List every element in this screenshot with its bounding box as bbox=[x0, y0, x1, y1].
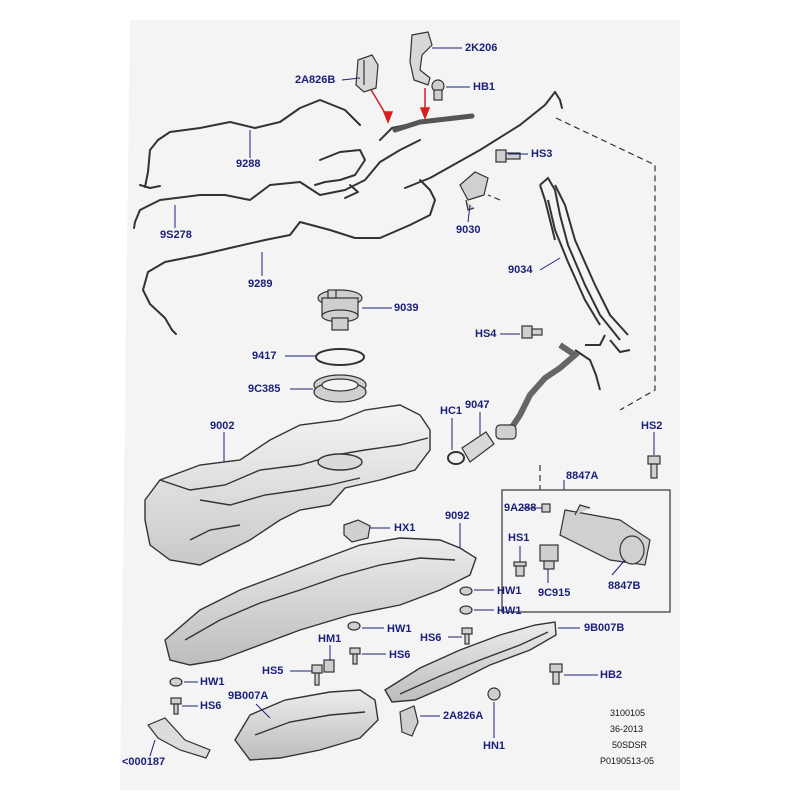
bolts-hs6 bbox=[170, 627, 473, 715]
reference-line-4: P0190513-05 bbox=[600, 756, 655, 766]
callout-hx1: HX1 bbox=[394, 522, 416, 534]
bolt-hs4 bbox=[521, 325, 543, 339]
callout-000187: <000187 bbox=[122, 756, 166, 768]
reference-line-1: 3100105 bbox=[610, 708, 646, 718]
nut-hx1 bbox=[343, 519, 371, 543]
callout-hs3: HS3 bbox=[531, 148, 553, 160]
callout-leaders bbox=[149, 47, 655, 757]
callout-8847a: 8847A bbox=[566, 470, 599, 482]
callout-hw1-c: HW1 bbox=[387, 623, 412, 635]
callout-hs6-c: HS6 bbox=[200, 700, 222, 712]
washers bbox=[169, 586, 473, 687]
filler-neck-end bbox=[495, 424, 517, 440]
clip-2a826a bbox=[399, 705, 419, 737]
callout-2a826a: 2A826A bbox=[443, 710, 484, 722]
reference-line-2: 36-2013 bbox=[610, 724, 644, 734]
callout-hw1-b: HW1 bbox=[497, 605, 522, 617]
callout-8847b: 8847B bbox=[608, 580, 641, 592]
pump-module-9039 bbox=[317, 289, 363, 331]
callout-9288: 9288 bbox=[236, 158, 261, 170]
fuel-line-9288 bbox=[144, 99, 361, 188]
shield-9b007a bbox=[234, 689, 379, 761]
callout-2a826b: 2A826B bbox=[295, 74, 336, 86]
callout-9047: 9047 bbox=[465, 399, 490, 411]
clamp-hc1 bbox=[447, 451, 465, 465]
red-indicator-arrows bbox=[369, 87, 431, 125]
callout-9b007b: 9B007B bbox=[584, 622, 625, 634]
nut-hm1 bbox=[323, 659, 335, 673]
callout-2k206: 2K206 bbox=[465, 42, 498, 54]
fuel-tank-9002 bbox=[144, 404, 431, 566]
callout-9030: 9030 bbox=[456, 224, 481, 236]
nut-hn1 bbox=[487, 687, 501, 701]
callout-hs2: HS2 bbox=[641, 420, 663, 432]
bolt-hs1 bbox=[513, 561, 527, 577]
valve-9c915 bbox=[539, 544, 559, 570]
callout-9s278: 9S278 bbox=[160, 229, 192, 241]
callout-9a288: 9A288 bbox=[504, 502, 537, 514]
callout-hs5: HS5 bbox=[262, 665, 284, 677]
fuel-line-9s278 bbox=[134, 139, 421, 223]
callout-9c385: 9C385 bbox=[248, 383, 281, 395]
callout-hw1-d: HW1 bbox=[200, 676, 225, 688]
callout-hm1: HM1 bbox=[318, 633, 342, 645]
callout-9c915: 9C915 bbox=[538, 587, 571, 599]
filler-pipe-9034 bbox=[507, 176, 631, 432]
callout-9417: 9417 bbox=[252, 350, 277, 362]
callout-9289: 9289 bbox=[248, 278, 273, 290]
bolt-hs5 bbox=[311, 664, 323, 686]
callout-hs1: HS1 bbox=[508, 532, 530, 544]
fuel-lines bbox=[133, 91, 563, 335]
callout-9002: 9002 bbox=[210, 420, 235, 432]
callout-9b007a: 9B007A bbox=[228, 690, 269, 702]
callout-hw1-a: HW1 bbox=[497, 585, 522, 597]
callout-hs4: HS4 bbox=[475, 328, 497, 340]
vent-line-long bbox=[404, 91, 556, 189]
bolt-hb2 bbox=[549, 663, 563, 685]
callout-hb1: HB1 bbox=[473, 81, 496, 93]
callout-hc1: HC1 bbox=[440, 405, 463, 417]
callout-9039: 9039 bbox=[394, 302, 419, 314]
callout-9092: 9092 bbox=[445, 510, 470, 522]
shield-9b007b bbox=[384, 621, 557, 703]
bolt-hb1 bbox=[431, 79, 445, 101]
canister-box bbox=[501, 489, 671, 613]
callout-hb2: HB2 bbox=[600, 669, 623, 681]
bolt-hs3 bbox=[495, 149, 521, 163]
bracket-2a826b bbox=[355, 54, 379, 93]
callout-hn1: HN1 bbox=[483, 740, 506, 752]
callout-hs6-a: HS6 bbox=[420, 632, 442, 644]
part-9a288 bbox=[541, 503, 551, 513]
bracket-000187 bbox=[147, 717, 211, 759]
callout-9034: 9034 bbox=[508, 264, 533, 276]
fuel-line-9289 bbox=[142, 179, 436, 331]
lock-ring-9c385 bbox=[313, 374, 367, 403]
seal-ring-9417 bbox=[315, 348, 365, 366]
clip-2k206 bbox=[409, 31, 433, 86]
bolt-hs2 bbox=[647, 455, 661, 479]
heat-shield-9092 bbox=[164, 537, 477, 666]
hose-9047 bbox=[461, 431, 495, 463]
reference-line-3: 50SDSR bbox=[612, 740, 648, 750]
dashed-leaders bbox=[487, 117, 656, 490]
canister-8847b bbox=[559, 504, 651, 566]
callout-hs6-b: HS6 bbox=[389, 649, 411, 661]
